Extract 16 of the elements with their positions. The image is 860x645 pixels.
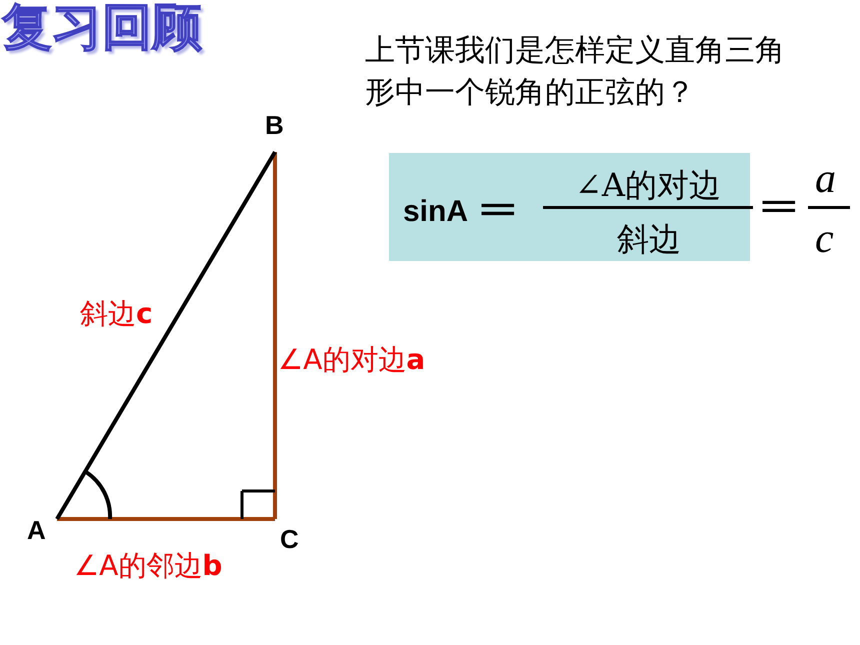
formula-box (389, 153, 750, 261)
question-text: 上节课我们是怎样定义直角三角形中一个锐角的正弦的？ (365, 32, 786, 112)
variable-letter: c (815, 218, 834, 260)
vertex-label: B (265, 112, 284, 138)
side-label: ∠A的对边a (278, 346, 426, 374)
title: 复习回顾 (2, 2, 202, 52)
side-label: ∠A的邻边b (74, 552, 222, 580)
equals-sign: = (476, 189, 520, 229)
equals-sign: = (756, 186, 801, 226)
vertex-label: C (280, 526, 299, 552)
vertex-label: A (27, 517, 46, 543)
denominator-text: 斜边 (617, 223, 681, 255)
numerator-text: ∠A的对边 (575, 169, 721, 201)
formula-text: sinA (403, 197, 468, 227)
side-label: 斜边c (80, 300, 153, 328)
variable-letter: a (815, 158, 836, 200)
